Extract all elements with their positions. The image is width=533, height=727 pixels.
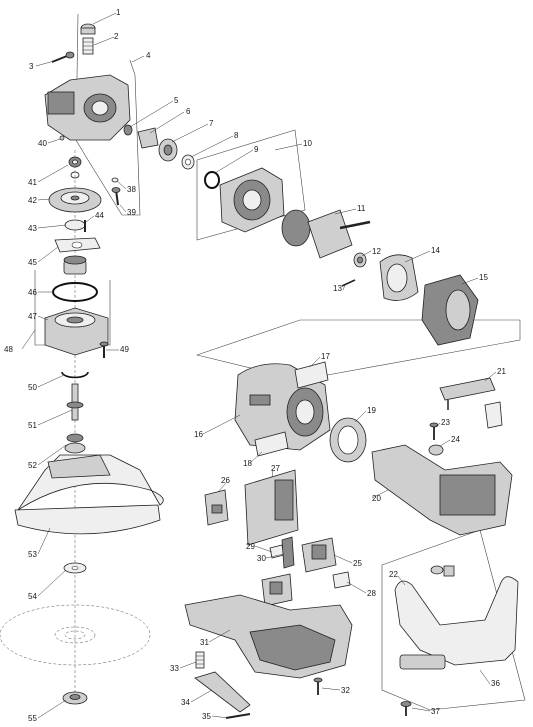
- part-label-4: 4: [146, 51, 151, 60]
- part-label-21: 21: [497, 367, 506, 376]
- part-label-39: 39: [127, 208, 136, 217]
- part-label-15: 15: [479, 273, 488, 282]
- part-label-47: 47: [28, 312, 37, 321]
- part-label-8: 8: [234, 131, 239, 140]
- part-label-53: 53: [28, 550, 37, 559]
- part-label-49: 49: [120, 345, 129, 354]
- part-label-14: 14: [431, 246, 440, 255]
- part-label-3: 3: [29, 62, 34, 71]
- part-label-35: 35: [202, 712, 211, 721]
- part-label-23: 23: [441, 418, 450, 427]
- part-label-52: 52: [28, 461, 37, 470]
- part-label-24: 24: [451, 435, 460, 444]
- part-label-29: 29: [246, 542, 255, 551]
- part-label-2: 2: [114, 32, 119, 41]
- part-label-34: 34: [181, 698, 190, 707]
- part-label-48: 48: [4, 345, 13, 354]
- part-label-32: 32: [341, 686, 350, 695]
- part-label-40: 40: [38, 139, 47, 148]
- part-label-20: 20: [372, 494, 381, 503]
- part-label-17: 17: [321, 352, 330, 361]
- electronics-section: [204, 469, 351, 607]
- assembly-frames: [21, 13, 526, 711]
- part-label-1: 1: [116, 8, 121, 17]
- part-label-55: 55: [28, 714, 37, 723]
- part-label-36: 36: [491, 679, 500, 688]
- part-label-46: 46: [28, 288, 37, 297]
- part-label-16: 16: [194, 430, 203, 439]
- part-label-12: 12: [372, 247, 381, 256]
- part-label-22: 22: [389, 570, 398, 579]
- side-handle-section: [394, 565, 519, 716]
- part-label-37: 37: [431, 707, 440, 716]
- part-label-9: 9: [254, 145, 259, 154]
- part-label-44: 44: [95, 211, 104, 220]
- gear-housing-section: [44, 23, 285, 233]
- part-label-41: 41: [28, 178, 37, 187]
- part-label-13: 13: [333, 284, 342, 293]
- part-label-26: 26: [221, 476, 230, 485]
- part-label-33: 33: [170, 664, 179, 673]
- part-label-6: 6: [186, 107, 191, 116]
- part-label-25: 25: [353, 559, 362, 568]
- part-label-43: 43: [28, 224, 37, 233]
- part-label-45: 45: [28, 258, 37, 267]
- part-label-42: 42: [28, 196, 37, 205]
- part-label-10: 10: [303, 139, 312, 148]
- motor-section: [281, 209, 479, 346]
- motor-housing-section: [234, 361, 513, 536]
- part-label-28: 28: [367, 589, 376, 598]
- part-label-38: 38: [127, 185, 136, 194]
- part-label-18: 18: [243, 459, 252, 468]
- part-label-7: 7: [209, 119, 214, 128]
- part-label-11: 11: [357, 204, 366, 213]
- part-labels: 1 2 3 4 5 6 7 8 9 10 11 12 13 14 15 16 1…: [4, 8, 506, 723]
- part-label-27: 27: [271, 464, 280, 473]
- part-label-30: 30: [257, 554, 266, 563]
- spindle-section: [0, 156, 164, 705]
- leader-lines: [35, 12, 497, 719]
- part-label-54: 54: [28, 592, 37, 601]
- part-label-31: 31: [200, 638, 209, 647]
- part-label-5: 5: [174, 96, 179, 105]
- base-section: [184, 594, 353, 719]
- part-label-19: 19: [367, 406, 376, 415]
- part-label-51: 51: [28, 421, 37, 430]
- part-label-50: 50: [28, 383, 37, 392]
